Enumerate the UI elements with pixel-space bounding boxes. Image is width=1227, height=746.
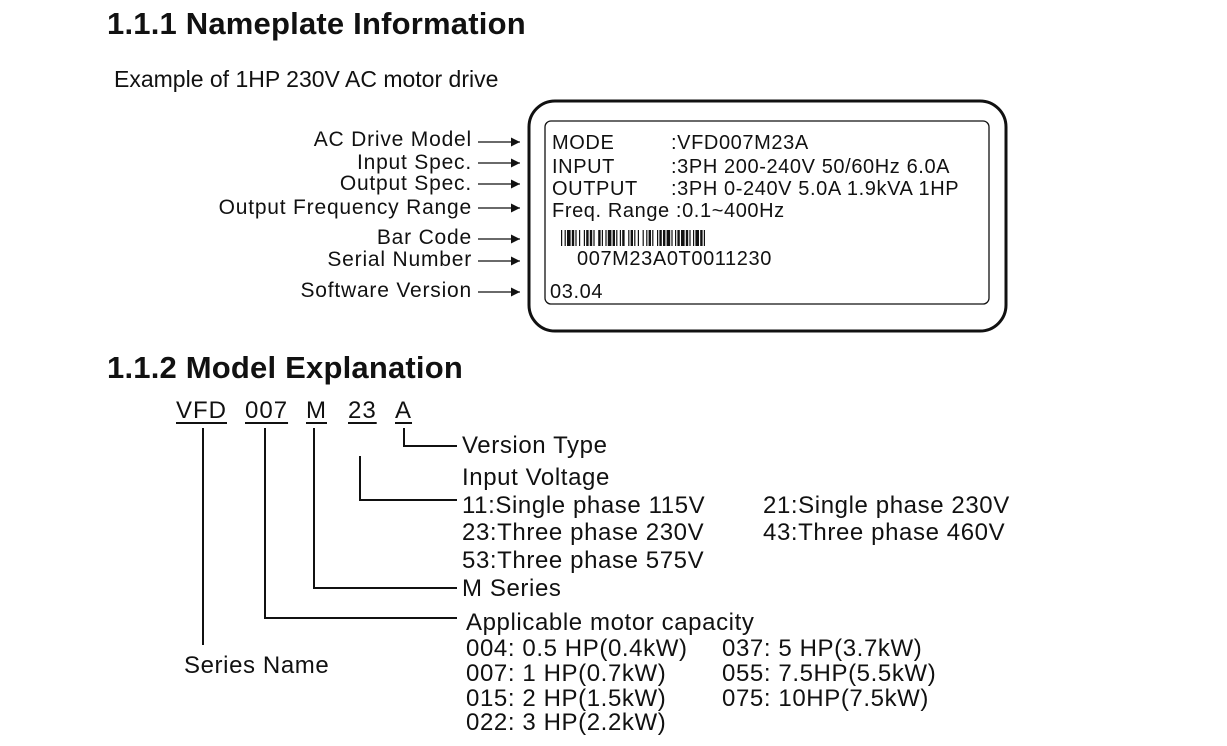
voltage-11: 11:Single phase 115V [462,492,706,519]
plate-serial-number: 007M23A0T0011230 [577,248,772,270]
voltage-43: 43:Three phase 460V [763,519,1006,546]
barcode-bar [571,230,575,246]
plate-input-key: INPUT [552,156,615,178]
capacity-055: 055: 7.5HP(5.5kW) [722,660,937,687]
nameplate-inner-frame [544,120,990,305]
input-voltage-label: Input Voltage [462,464,610,491]
barcode-bar [666,230,671,246]
nameplate-outer-frame [527,99,1008,333]
barcode-bar [605,230,607,246]
capacity-007: 007: 1 HP(0.7kW) [466,660,667,687]
barcode-bar [616,230,618,246]
barcode-bar [564,230,566,246]
barcode-bar [567,230,571,246]
code-007: 007 [245,397,289,424]
barcode-bar [671,230,673,246]
label-bar-code: Bar Code [376,226,472,249]
plate-software-version: 03.04 [550,281,604,303]
barcode-bar [646,230,648,246]
label-serial-number: Serial Number [327,248,472,271]
barcode-bar [583,230,585,246]
barcode-bar [586,230,589,246]
barcode-bar [693,230,695,246]
barcode-bar [677,230,680,246]
barcode-bar [622,230,625,246]
barcode-bar [637,230,639,246]
label-output-frequency-range: Output Frequency Range [218,196,472,219]
label-input-spec: Input Spec. [356,151,472,174]
barcode-bar [681,230,685,246]
plate-mode-key: MODE [552,132,615,154]
barcode-bar [579,230,581,246]
barcode-bar [619,230,621,246]
barcode-bar [663,230,666,246]
nameplate-example-caption: Example of 1HP 230V AC motor drive [114,66,499,92]
section-title-model-explanation: 1.1.2 Model Explanation [107,350,464,385]
series-name-label: Series Name [184,652,330,679]
model-connectors [202,428,457,645]
code-a: A [395,397,413,424]
capacity-075: 075: 10HP(7.5kW) [722,685,930,712]
voltage-23: 23:Three phase 230V [462,519,705,546]
barcode-bar [601,230,603,246]
label-output-spec: Output Spec. [339,172,472,195]
barcode-bar [612,230,615,246]
capacity-037: 037: 5 HP(3.7kW) [722,635,923,662]
voltage-53: 53:Three phase 575V [462,547,705,574]
barcode-bar [675,230,677,246]
label-arrows [478,137,520,297]
barcode-bar [589,230,593,246]
m-series-label: M Series [462,575,562,602]
plate-input-value: :3PH 200-240V 50/60Hz 6.0A [671,156,951,178]
code-vfd: VFD [176,397,227,424]
capacity-title: Applicable motor capacity [466,609,755,636]
barcode-bar [659,230,662,246]
section-title-nameplate: 1.1.1 Nameplate Information [107,6,526,41]
barcode-bar [561,230,563,246]
label-ac-drive-model: AC Drive Model [313,128,472,151]
barcode-bar [593,230,595,246]
barcode-bar [695,230,699,246]
barcode-bar [598,230,601,246]
version-type-label: Version Type [462,432,608,459]
plate-output-key: OUTPUT [552,178,638,200]
barcode-bar [703,230,705,246]
capacity-004: 004: 0.5 HP(0.4kW) [466,635,688,662]
plate-frequency-range: Freq. Range :0.1~400Hz [552,200,785,222]
code-23: 23 [348,397,377,424]
barcode-bar [642,230,644,246]
plate-mode-value: :VFD007M23A [671,132,809,154]
plate-output-value: :3PH 0-240V 5.0A 1.9kVA 1HP [671,178,960,200]
barcode-bar [685,230,689,246]
label-software-version: Software Version [300,279,472,302]
code-m: M [306,397,327,424]
barcode-bar [648,230,651,246]
barcode-bar [630,230,633,246]
capacity-022: 022: 3 HP(2.2kW) [466,709,667,736]
barcode-bar [652,230,654,246]
barcode-bar [628,230,630,246]
barcode-bar [700,230,703,246]
barcode-bar [607,230,612,246]
barcode-bar [657,230,659,246]
barcode-bar [689,230,691,246]
barcode-bar [575,230,577,246]
voltage-21: 21:Single phase 230V [763,492,1010,519]
barcode [561,230,705,246]
capacity-015: 015: 2 HP(1.5kW) [466,685,667,712]
barcode-bar [634,230,636,246]
